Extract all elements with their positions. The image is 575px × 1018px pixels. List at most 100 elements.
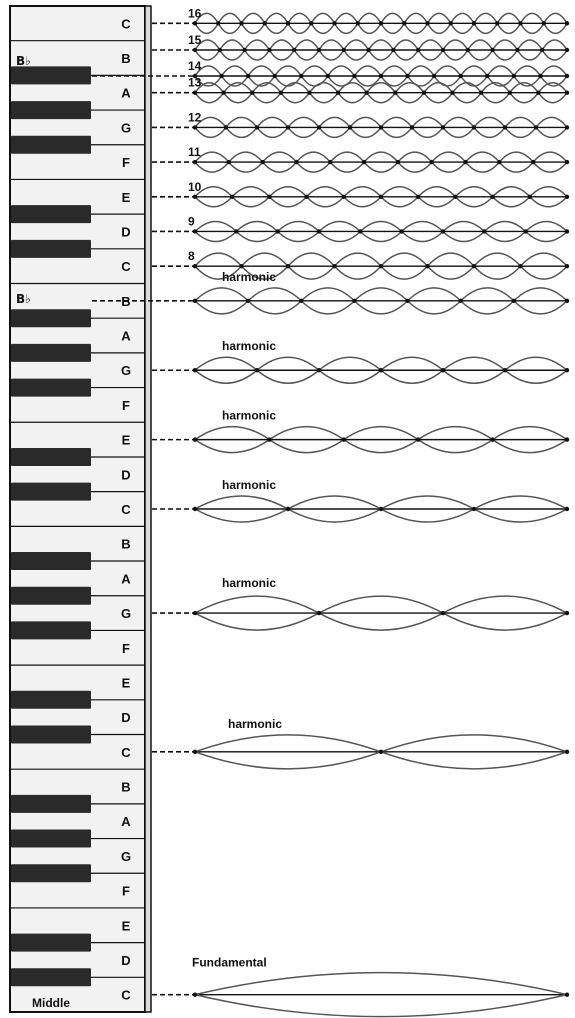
wave-node <box>565 91 569 95</box>
wave-node <box>441 48 445 52</box>
wave-node <box>459 74 463 78</box>
harmonic-label: harmonic <box>222 270 276 284</box>
black-key <box>11 725 91 743</box>
wave-node <box>565 750 569 754</box>
black-key <box>11 621 91 639</box>
wave-node <box>410 125 414 129</box>
piano-keyboard: CBAGFEDCBAGFEDCBAGFEDCBAGFEDC B♭ B♭ Midd… <box>10 6 151 1012</box>
wave-node <box>216 21 220 25</box>
wave-node <box>508 91 512 95</box>
black-key <box>11 587 91 605</box>
wave-node <box>224 125 228 129</box>
b-flat-label-lower: B♭ <box>16 292 31 306</box>
wave-node <box>193 125 197 129</box>
wave-node <box>565 125 569 129</box>
wave-node <box>540 48 544 52</box>
white-key-label: E <box>122 190 131 205</box>
white-key-label: D <box>121 467 130 482</box>
wave-node <box>565 611 569 615</box>
wave-node <box>342 48 346 52</box>
wave-node <box>193 229 197 233</box>
black-key <box>11 552 91 570</box>
black-key <box>11 240 91 258</box>
wave-node <box>193 368 197 372</box>
wave-node <box>193 507 197 511</box>
black-key <box>11 968 91 986</box>
wave-node <box>263 21 267 25</box>
fundamental-label: Fundamental <box>192 956 267 970</box>
wave-node <box>362 160 366 164</box>
wave-node <box>317 48 321 52</box>
white-key-label: B <box>121 537 130 552</box>
wave-node <box>565 368 569 372</box>
wave-node <box>538 74 542 78</box>
wave-node <box>242 48 246 52</box>
wave-node <box>472 264 476 268</box>
black-key <box>11 795 91 813</box>
white-key-label: B <box>121 780 130 795</box>
wave-node <box>299 74 303 78</box>
wave-node <box>453 195 457 199</box>
wave-node <box>239 264 243 268</box>
wave-node <box>565 195 569 199</box>
white-key-labels: CBAGFEDCBAGFEDCBAGFEDCBAGFEDC <box>121 16 131 1002</box>
harmonic-number-label: 16 <box>188 6 202 20</box>
wave-node <box>565 74 569 78</box>
wave-node <box>219 74 223 78</box>
harmonic-number-label: 10 <box>188 180 202 194</box>
wave-node <box>358 229 362 233</box>
white-key-label: G <box>121 849 131 864</box>
wave-node <box>286 264 290 268</box>
wave-node <box>366 48 370 52</box>
wave-node <box>299 299 303 303</box>
wave-node <box>348 125 352 129</box>
wave-node <box>449 21 453 25</box>
wave-node <box>472 507 476 511</box>
wave-node <box>317 611 321 615</box>
black-key <box>11 309 91 327</box>
wave-node <box>267 48 271 52</box>
wave-node <box>450 91 454 95</box>
wave-node <box>239 21 243 25</box>
wave-node <box>432 74 436 78</box>
harmonic-label: harmonic <box>228 717 282 731</box>
wave-node <box>534 125 538 129</box>
wave-node <box>463 160 467 164</box>
black-key <box>11 483 91 501</box>
harmonic-number-label: 11 <box>188 145 201 159</box>
harmonic-label: harmonic <box>222 339 276 353</box>
wave-node <box>459 299 463 303</box>
white-key-label: E <box>122 918 131 933</box>
harmonic-number-label: 13 <box>188 76 202 90</box>
wave-node <box>286 507 290 511</box>
middle-c-label: Middle <box>32 996 70 1010</box>
wave-node <box>379 74 383 78</box>
wave-node <box>275 229 279 233</box>
white-key-label: A <box>121 329 131 344</box>
wave-node <box>379 368 383 372</box>
wave-node <box>565 48 569 52</box>
wave-node <box>379 125 383 129</box>
wave-node <box>304 195 308 199</box>
wave-node <box>441 229 445 233</box>
white-key-label: B <box>121 51 130 66</box>
wave-node <box>542 21 546 25</box>
white-key-label: A <box>121 814 131 829</box>
wave-node <box>565 160 569 164</box>
harmonic-number-label: 12 <box>188 110 202 124</box>
black-key <box>11 101 91 119</box>
harmonic-label: harmonic <box>222 409 276 423</box>
wave-node <box>515 48 519 52</box>
wave-node <box>246 299 250 303</box>
wave-node <box>193 91 197 95</box>
black-key <box>11 205 91 223</box>
wave-node <box>250 91 254 95</box>
b-flat-label-upper: B♭ <box>16 54 31 68</box>
wave-node <box>565 437 569 441</box>
wave-node <box>441 611 445 615</box>
wave-node <box>416 195 420 199</box>
harmonic-number-label: 14 <box>188 59 202 73</box>
wave-node <box>482 229 486 233</box>
wave-node <box>422 91 426 95</box>
wave-node <box>565 229 569 233</box>
